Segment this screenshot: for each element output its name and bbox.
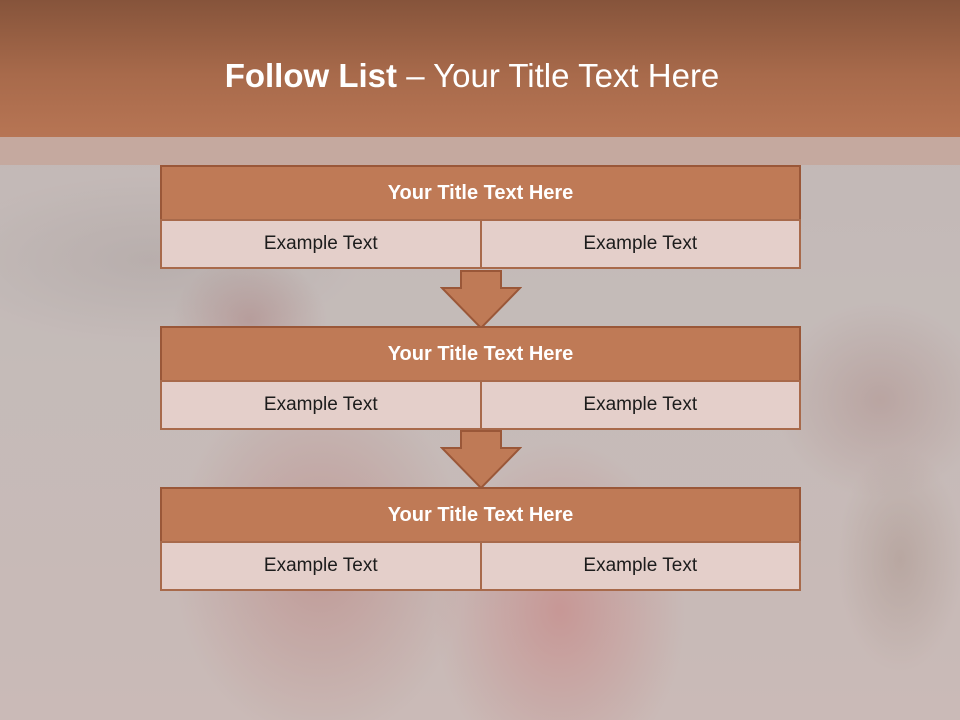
block-title[interactable]: Your Title Text Here (160, 165, 801, 221)
page-title: Follow List – Your Title Text Here (0, 54, 944, 98)
block-title[interactable]: Your Title Text Here (160, 487, 801, 543)
block-row: Example Text Example Text (160, 541, 801, 591)
down-arrow-icon (440, 430, 522, 490)
block-cell-right[interactable]: Example Text (479, 219, 801, 269)
page-title-separator: – (397, 57, 434, 94)
block-cell-left[interactable]: Example Text (160, 380, 482, 430)
list-block-2: Your Title Text Here Example Text Exampl… (160, 326, 801, 430)
block-cell-right[interactable]: Example Text (479, 380, 801, 430)
block-title[interactable]: Your Title Text Here (160, 326, 801, 382)
page-title-rest: Your Title Text Here (433, 57, 720, 94)
page-title-bold: Follow List (224, 57, 398, 94)
header-strip (0, 137, 960, 165)
block-cell-left[interactable]: Example Text (160, 541, 482, 591)
list-block-3: Your Title Text Here Example Text Exampl… (160, 487, 801, 591)
down-arrow-icon (440, 270, 522, 330)
block-cell-right[interactable]: Example Text (479, 541, 801, 591)
block-row: Example Text Example Text (160, 219, 801, 269)
block-cell-left[interactable]: Example Text (160, 219, 482, 269)
list-block-1: Your Title Text Here Example Text Exampl… (160, 165, 801, 269)
header-bar (0, 0, 960, 137)
block-row: Example Text Example Text (160, 380, 801, 430)
